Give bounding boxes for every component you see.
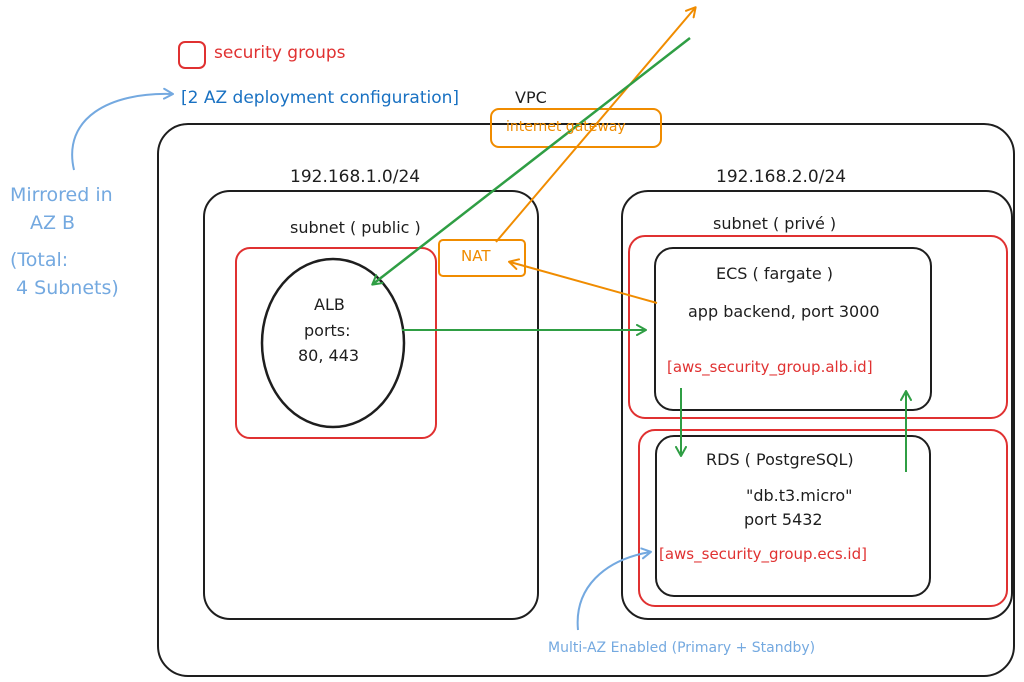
rds-instance-box xyxy=(655,435,931,597)
nat-to-internet-arrow xyxy=(495,6,697,243)
mirrored-note-line-3: (Total: xyxy=(10,249,69,271)
alb-name-label: ALB xyxy=(314,295,345,314)
public-cidr-label: 192.168.1.0/24 xyxy=(290,167,421,187)
public-subnet-box xyxy=(203,190,539,620)
alb-ports-label: ports: xyxy=(304,321,351,340)
ecs-service-box xyxy=(654,247,932,411)
mirrored-note-line-2: AZ B xyxy=(30,212,76,234)
public-subnet-label: subnet ( public ) xyxy=(290,218,421,237)
mirrored-note-line-1: Mirrored in xyxy=(10,184,113,206)
multi-az-annotation-arrow xyxy=(576,547,652,631)
private-subnet-box xyxy=(621,190,1013,620)
multi-az-note: Multi-AZ Enabled (Primary + Standby) xyxy=(548,640,816,656)
security-groups-legend-label: security groups xyxy=(214,43,346,63)
internet-to-alb-arrow xyxy=(371,37,691,286)
alb-security-group xyxy=(235,247,437,439)
deployment-config-label: [2 AZ deployment configuration] xyxy=(181,88,460,108)
nat-label: NAT xyxy=(461,247,491,265)
rds-security-group-ref: [aws_security_group.ecs.id] xyxy=(659,545,867,563)
alb-node xyxy=(260,257,406,429)
security-group-legend-swatch xyxy=(178,41,206,69)
alb-ports-value: 80, 443 xyxy=(298,346,360,365)
rds-instance-class: "db.t3.micro" xyxy=(746,486,853,505)
private-subnet-label: subnet ( privé ) xyxy=(713,214,837,233)
internet-gateway-label: internet gateway xyxy=(506,119,626,135)
vpc-label: VPC xyxy=(515,88,547,107)
ecs-to-nat-arrow xyxy=(508,258,658,304)
nat-box xyxy=(438,239,526,277)
mirrored-annotation-arrow xyxy=(71,87,174,171)
ecs-security-group xyxy=(628,235,1008,419)
rds-port-label: port 5432 xyxy=(744,510,823,529)
ecs-security-group-ref: [aws_security_group.alb.id] xyxy=(667,358,873,376)
mirrored-note-line-4: 4 Subnets) xyxy=(16,277,119,299)
private-cidr-label: 192.168.2.0/24 xyxy=(716,167,847,187)
rds-security-group xyxy=(638,429,1008,607)
ecs-title: ECS ( fargate ) xyxy=(716,264,833,283)
vpc-boundary xyxy=(157,123,1015,677)
rds-title: RDS ( PostgreSQL) xyxy=(706,450,854,469)
ecs-description: app backend, port 3000 xyxy=(688,302,880,321)
